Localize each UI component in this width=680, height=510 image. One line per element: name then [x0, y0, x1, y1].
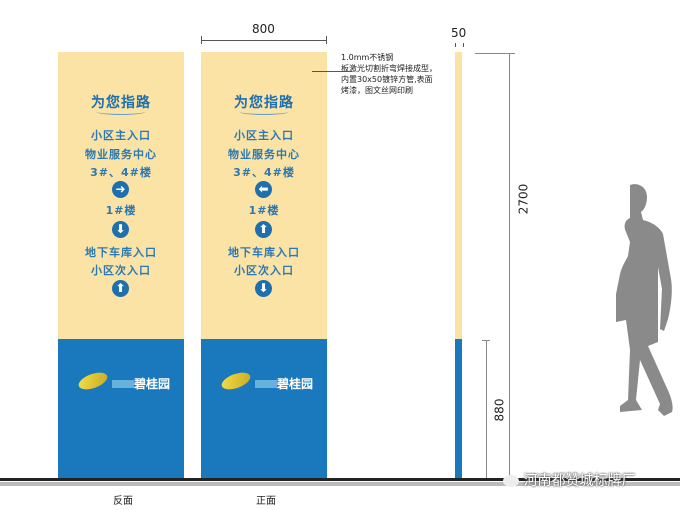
destination-text: 小区次入口 [234, 264, 294, 277]
width-dimension: 800 [252, 22, 275, 36]
brand-logo: 碧桂园 [219, 369, 317, 394]
arrow-down-icon: ⬇ [112, 221, 129, 238]
arrow-left-icon: ⬅ [255, 181, 272, 198]
height-dimension: 2700 [516, 183, 531, 215]
destination-text: 1#楼 [248, 204, 280, 217]
ornament [239, 108, 289, 115]
height-dimension-line [509, 53, 510, 478]
arrow-right-icon: ➜ [112, 181, 129, 198]
thickness-dimension: 50 [451, 26, 467, 40]
dim-tick [475, 53, 515, 54]
arrow-down-icon: ⬇ [255, 280, 272, 297]
leader-line [312, 71, 352, 72]
note-line: 板激光切割折弯焊接成型， [341, 64, 437, 73]
destination-text: 3#、4#楼 [90, 166, 152, 179]
dim-tick [201, 36, 202, 44]
logo-blur [112, 380, 134, 388]
note-line: 1.0mm不锈钢 [341, 53, 394, 62]
destination-text: 小区主入口 [91, 129, 151, 142]
ornament [96, 108, 146, 115]
brand-logo: 碧桂园 [76, 369, 174, 394]
sign-panel-back: 为您指路 小区主入口物业服务中心 3#、4#楼 1#楼地下车库入口小区次入口 ➜ ⬇ ⬆ 碧… [58, 52, 184, 478]
side-view [455, 52, 462, 339]
base-height-dimension: 880 [492, 398, 507, 422]
person-silhouette [616, 184, 673, 416]
destination-text: 小区次入口 [91, 264, 151, 277]
wechat-icon [503, 475, 519, 487]
note-line: 内置30x50镀锌方管,表面 [341, 75, 433, 84]
base-dimension-line [486, 340, 487, 478]
brand-name: 碧桂园 [134, 377, 171, 391]
destination-text: 3#、4#楼 [233, 166, 295, 179]
logo-mark [76, 369, 110, 393]
destination-text: 地下车库入口 [228, 246, 300, 259]
thickness-line [455, 43, 464, 47]
watermark-text: 河南都赞城标牌厂 [523, 473, 636, 489]
destination-text: 1#楼 [105, 204, 137, 217]
destination-text: 小区主入口 [234, 129, 294, 142]
note-line: 烤漆，图文丝网印刷 [341, 86, 413, 95]
material-note: 1.0mm不锈钢 板激光切割折弯焊接成型， 内置30x50镀锌方管,表面 烤漆，… [341, 52, 451, 96]
sign-title: 为您指路 [234, 95, 294, 111]
panel-label: 正面 [256, 496, 276, 507]
watermark: 河南都赞城标牌厂 [503, 470, 635, 490]
sign-panel-front: 为您指路 小区主入口物业服务中心 3#、4#楼 1#楼地下车库入口小区次入口 ⬅ ⬆ ⬇ 碧… [201, 52, 327, 478]
logo-blur [255, 380, 277, 388]
logo-mark [219, 369, 253, 393]
destination-text: 地下车库入口 [85, 246, 157, 259]
dim-tick [482, 340, 490, 341]
sign-title: 为您指路 [91, 95, 151, 111]
side-view-base [455, 339, 462, 478]
arrow-up-icon: ⬆ [255, 221, 272, 238]
destination-text: 物业服务中心 [228, 148, 300, 161]
destination-text: 物业服务中心 [85, 148, 157, 161]
sign-base: 碧桂园 [201, 339, 327, 478]
arrow-up-icon: ⬆ [112, 280, 129, 297]
ground-shadow [0, 482, 680, 486]
dim-tick [326, 36, 327, 44]
panel-label: 反面 [113, 496, 133, 507]
sign-base: 碧桂园 [58, 339, 184, 478]
width-dimension-line [201, 40, 327, 41]
ground-line [0, 478, 680, 481]
brand-name: 碧桂园 [277, 377, 314, 391]
